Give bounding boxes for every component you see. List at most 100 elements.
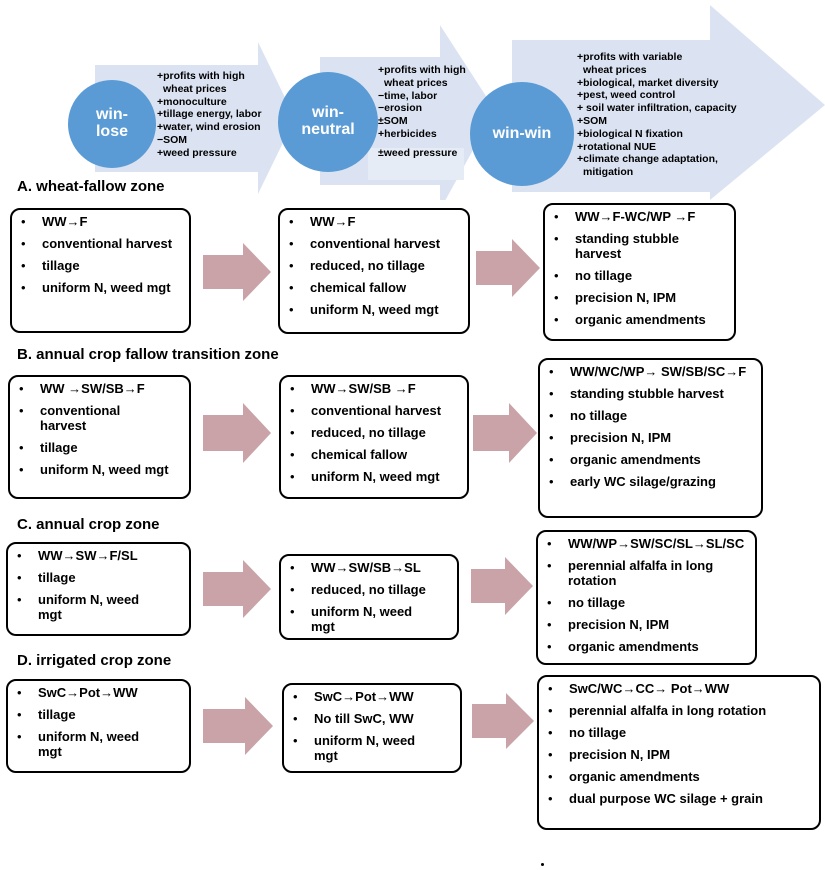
box-item: uniform N, weed mgt xyxy=(14,592,148,622)
stage-item: wheat prices xyxy=(163,82,227,95)
box-item: WW→SW/SB→SL xyxy=(287,560,451,575)
stage-item: ±SOM xyxy=(378,115,408,128)
stage-item: +pest, weed control xyxy=(577,89,676,102)
zone-a-title: A. wheat-fallow zone xyxy=(17,178,165,195)
zone-b-arrow-1 xyxy=(203,403,271,463)
stage-arrows xyxy=(95,5,825,200)
box-item: conventional harvest xyxy=(286,236,462,251)
zone-d-arrow-1 xyxy=(203,697,273,755)
stage-item: +profits with high xyxy=(157,70,245,82)
zone-c-title: C. annual crop zone xyxy=(17,516,160,533)
box-item: chemical fallow xyxy=(286,280,462,295)
box-item: WW/WP→SW/SC/SL→SL/SC xyxy=(544,536,749,551)
stage-item: +climate change adaptation, xyxy=(577,153,718,166)
box-item: tillage xyxy=(14,570,183,585)
box-item: no tillage xyxy=(545,725,813,740)
box-item: precision N, IPM xyxy=(544,617,749,632)
win-win-items: +profits with variable wheat prices +bio… xyxy=(577,51,737,179)
win-win-label: win-win xyxy=(492,124,552,142)
box-item: reduced, no tillage xyxy=(286,258,462,273)
stage-item: + soil water infiltration, capacity xyxy=(577,102,737,115)
box-item: WW→SW/SB →F xyxy=(287,381,461,396)
box-item: conventional harvest xyxy=(16,403,120,433)
win-lose-arrow xyxy=(95,42,295,194)
box-item: uniform N, weed mgt xyxy=(16,462,183,477)
box-item: WW/WC/WP→ SW/SB/SC→F xyxy=(546,364,755,379)
box-item: perennial alfalfa in long rotation xyxy=(544,558,738,588)
box-item: organic amendments xyxy=(545,769,813,784)
zone-b-box-3: WW/WC/WP→ SW/SB/SC→F standing stubble ha… xyxy=(538,358,763,518)
stage-item: +rotational NUE xyxy=(577,140,657,153)
zone-c-box-1: WW→SW→F/SL tillage uniform N, weed mgt xyxy=(6,542,191,636)
stage-item: mitigation xyxy=(583,166,634,179)
box-item: uniform N, weed mgt xyxy=(18,280,183,295)
zone-a-arrow-2 xyxy=(476,239,540,297)
zone-a-box-2: WW→F conventional harvest reduced, no ti… xyxy=(278,208,470,334)
box-item: WW→F xyxy=(18,214,183,229)
zone-d-title: D. irrigated crop zone xyxy=(17,652,172,669)
stage-item: −erosion xyxy=(378,102,423,115)
stage-item: wheat prices xyxy=(583,63,647,76)
box-item: organic amendments xyxy=(546,452,755,467)
box-item: reduced, no tillage xyxy=(287,425,461,440)
zone-c-arrow-1 xyxy=(203,560,271,618)
zone-d-box-2: SwC→Pot→WW No till SwC, WW uniform N, we… xyxy=(282,683,462,773)
zone-a-box-1: WW→F conventional harvest tillage unifor… xyxy=(10,208,191,333)
box-item: SwC/WC→CC→ Pot→WW xyxy=(545,681,813,696)
stage-item: +monoculture xyxy=(157,95,227,108)
box-item: precision N, IPM xyxy=(551,290,728,305)
box-item: uniform N, weed mgt xyxy=(286,302,462,317)
box-item: precision N, IPM xyxy=(546,430,755,445)
stage-item: +water, wind erosion xyxy=(157,121,261,134)
box-item: standing stubble harvest xyxy=(551,231,685,261)
box-item: uniform N, weed mgt xyxy=(14,729,148,759)
box-item: WW→SW→F/SL xyxy=(14,548,183,563)
box-item: standing stubble harvest xyxy=(546,386,755,401)
stage-item: ±weed pressure xyxy=(378,146,458,159)
stray-dot xyxy=(541,863,544,866)
zone-d-box-3: SwC/WC→CC→ Pot→WW perennial alfalfa in l… xyxy=(537,675,821,830)
box-item: organic amendments xyxy=(551,312,728,327)
stage-item: +profits with variable xyxy=(577,51,683,63)
box-item: reduced, no tillage xyxy=(287,582,451,597)
zone-a-box-3: WW→F-WC/WP →F standing stubble harvest n… xyxy=(543,203,736,341)
box-item: uniform N, weed mgt xyxy=(287,604,421,634)
box-item: conventional harvest xyxy=(287,403,461,418)
box-item: SwC→Pot→WW xyxy=(14,685,183,700)
stage-item: −time, labor xyxy=(378,89,438,102)
box-item: WW→F-WC/WP →F xyxy=(551,209,728,224)
stage-item: +biological, market diversity xyxy=(577,76,719,89)
box-item: tillage xyxy=(18,258,183,273)
stage-item: +herbicides xyxy=(378,127,437,140)
win-lose-circle: win- lose xyxy=(68,80,156,168)
zone-b-box-1: WW →SW/SB→F conventional harvest tillage… xyxy=(8,375,191,499)
zone-a-arrow-1 xyxy=(203,243,271,301)
win-lose-items: +profits with high wheat prices +monocul… xyxy=(157,70,262,160)
zone-c-box-2: WW→SW/SB→SL reduced, no tillage uniform … xyxy=(279,554,459,640)
box-item: No till SwC, WW xyxy=(290,711,454,726)
stage-item: +tillage energy, labor xyxy=(157,108,262,121)
box-item: WW →SW/SB→F xyxy=(16,381,183,396)
zone-c-arrow-2 xyxy=(471,557,533,615)
box-item: conventional harvest xyxy=(18,236,183,251)
win-neutral-circle: win- neutral xyxy=(278,72,378,172)
box-item: no tillage xyxy=(544,595,749,610)
zone-d-arrow-2 xyxy=(472,693,534,749)
stage-item: +profits with high xyxy=(378,64,466,76)
box-item: WW→F xyxy=(286,214,462,229)
box-item: chemical fallow xyxy=(287,447,461,462)
box-item: SwC→Pot→WW xyxy=(290,689,454,704)
box-item: no tillage xyxy=(546,408,755,423)
box-item: uniform N, weed mgt xyxy=(290,733,424,763)
box-item: uniform N, weed mgt xyxy=(287,469,461,484)
win-win-arrow xyxy=(512,5,825,200)
box-item: tillage xyxy=(16,440,183,455)
box-item: precision N, IPM xyxy=(545,747,813,762)
stage-item: +biological N fixation xyxy=(577,127,683,140)
stage-item: −SOM xyxy=(157,133,188,146)
zone-c-box-3: WW/WP→SW/SC/SL→SL/SC perennial alfalfa i… xyxy=(536,530,757,665)
win-win-circle: win-win xyxy=(470,82,574,186)
zone-d-box-1: SwC→Pot→WW tillage uniform N, weed mgt xyxy=(6,679,191,773)
box-item: dual purpose WC silage + grain xyxy=(545,791,813,806)
win-lose-label: win- lose xyxy=(95,106,128,140)
